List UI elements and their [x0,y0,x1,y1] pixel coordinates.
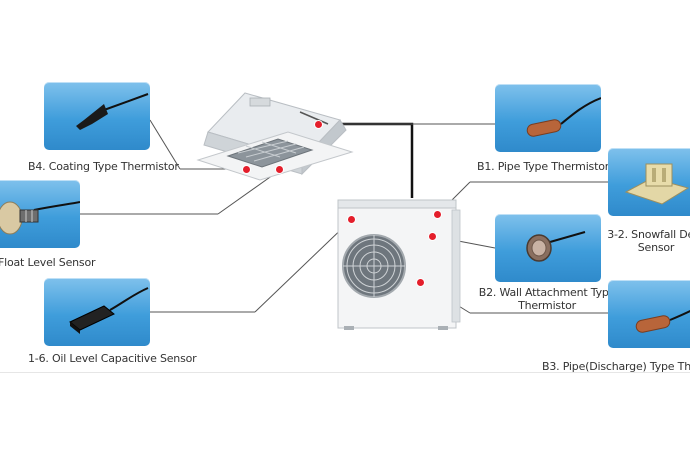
label-b2: B2. Wall Attachment Type Thermistor [470,286,624,312]
label-snowfall-line1: 3-2. Snowfall Dete [607,228,690,241]
label-b4: B4. Coating Type Thermistor [28,160,179,173]
label-snowfall: 3-2. Snowfall Dete Sensor [606,228,690,254]
pipe-thermistor-image [495,84,601,152]
ceiling-cassette-unit [196,92,354,181]
marker-outdoor-wall [428,232,437,241]
label-b2-line2: Thermistor [518,299,576,312]
marker-cassette-coating [242,165,251,174]
marker-outdoor-snowfall [433,210,442,219]
floor-line [0,372,690,373]
float-sensor-image [0,180,80,248]
label-float: Float Level Sensor [0,256,96,269]
label-snowfall-line2: Sensor [637,241,675,254]
label-b3: B3. Pipe(Discharge) Type Therm [542,360,690,373]
oil-sensor-image [44,278,150,346]
coating-thermistor-image [44,82,150,150]
snowfall-sensor-image [608,148,690,216]
discharge-thermistor-image [608,280,690,348]
label-b2-line1: B2. Wall Attachment Type [478,286,616,299]
marker-outdoor-oil [347,215,356,224]
label-b1: B1. Pipe Type Thermistor [477,160,610,173]
marker-cassette-pipe [314,120,323,129]
marker-cassette-float [275,165,284,174]
marker-outdoor-discharge [416,278,425,287]
wall-thermistor-image [495,214,601,282]
outdoor-condenser-unit [337,199,461,330]
label-oil: 1-6. Oil Level Capacitive Sensor [28,352,197,365]
